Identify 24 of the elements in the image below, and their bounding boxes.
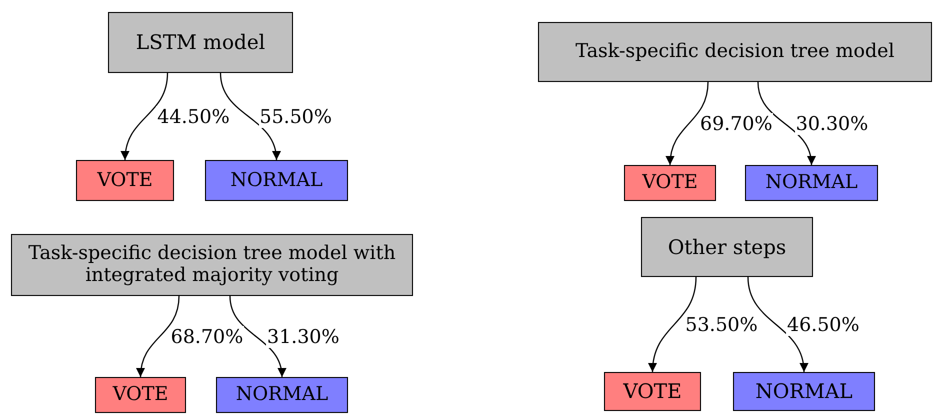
edge-label: 46.50% bbox=[786, 314, 860, 336]
label-box: VOTE bbox=[76, 160, 174, 201]
edge-label: 30.30% bbox=[794, 112, 870, 134]
arrow bbox=[666, 82, 709, 166]
arrow bbox=[757, 82, 815, 166]
label-box: NORMAL bbox=[216, 377, 348, 413]
arrow bbox=[747, 276, 808, 372]
label-box: NORMAL bbox=[745, 165, 878, 201]
arrow bbox=[220, 72, 280, 160]
label-box: Task-specific decision tree model bbox=[538, 22, 932, 82]
label-box: Task-specific decision tree model with integrated majority voting bbox=[11, 234, 413, 296]
label-box: VOTE bbox=[624, 165, 716, 201]
label-box: LSTM model bbox=[108, 12, 293, 73]
edge-label: 55.50% bbox=[258, 106, 333, 128]
label-box: NORMAL bbox=[205, 160, 348, 201]
label-box: Other steps bbox=[641, 217, 813, 277]
label-box: VOTE bbox=[95, 377, 186, 413]
arrow bbox=[229, 296, 286, 378]
label-box: NORMAL bbox=[733, 372, 875, 411]
arrow bbox=[136, 296, 180, 378]
arrow bbox=[648, 276, 697, 372]
edge-label: 31.30% bbox=[266, 326, 340, 348]
arrow bbox=[121, 72, 168, 160]
label-box: VOTE bbox=[604, 372, 701, 411]
